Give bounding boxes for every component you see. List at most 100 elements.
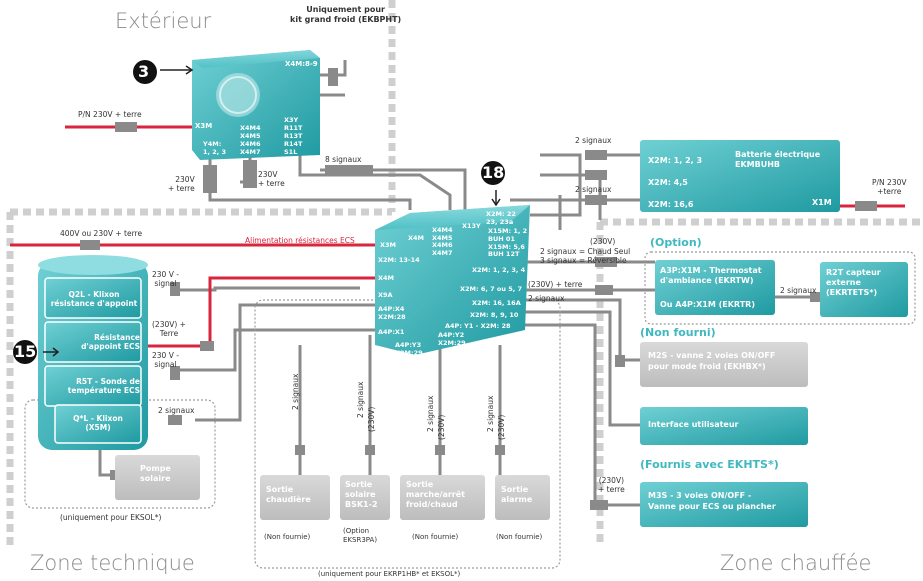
- hydro-unit: [375, 205, 530, 355]
- out-alarme-note: (Non fournie): [496, 533, 543, 541]
- batterie-title-line2: EKMBUHB: [735, 160, 781, 169]
- batterie-power: P/N 230V +terre: [872, 178, 907, 196]
- v230-mid-line2: + terre: [258, 179, 285, 188]
- zone-technique-label: Zone technique: [30, 551, 195, 575]
- hydro-bh-line1: BUH 01: [488, 235, 515, 243]
- hydro-x4m-top: X4M: [408, 234, 425, 242]
- hydro-a4px4-line2: X2M:28: [378, 312, 406, 321]
- right-boxes: [640, 140, 908, 527]
- outputs-bottom-note: (uniquement pour EKRP1HB* et EKSOL*): [318, 570, 461, 578]
- non-fourni-title: (Non fourni): [640, 326, 716, 339]
- tank-w3: 230 V - signal: [152, 351, 179, 369]
- outdoor-x4m6: X4M6: [240, 140, 261, 148]
- outdoor-unit: [192, 50, 320, 160]
- hydro-x4m5: X4M5: [432, 233, 453, 242]
- option-thermostat: A3P:X1M - Thermostat d'ambiance (EKRTW): [660, 266, 762, 286]
- hydro-x2m-a: X2M: 22 23, 23a: [486, 210, 516, 226]
- outdoor-x4m89: X4M:8-9: [285, 60, 318, 68]
- out-alarme-vlabel: 2 signaux: [486, 395, 495, 432]
- hydro-x4m6: X4M6: [432, 241, 453, 249]
- option-sig: 2 signaux: [780, 286, 817, 295]
- out-chaud-box-line1: Sortie: [266, 485, 294, 494]
- hydro-x4m4: X4M4: [432, 226, 453, 234]
- interface-label: Interface utilisateur: [648, 420, 739, 429]
- w2-line1: (230V) +: [152, 320, 186, 329]
- supply400-label: 400V ou 230V + terre: [60, 229, 143, 238]
- v230-mid-line1: 230V: [258, 170, 278, 179]
- hydro-x15m12: X15M: 1, 2: [488, 227, 528, 235]
- power-in-label: P/N 230V + terre: [78, 110, 142, 119]
- q2l-line1: Q2L - Klixon: [68, 290, 120, 299]
- option-thermostat-line1: A3P:X1M - Thermostat: [660, 266, 762, 275]
- hydro-x4m-col: X4M4 X4M5 X4M6 X4M7: [432, 226, 453, 257]
- out-solaire-box-line1: Sortie: [345, 480, 373, 489]
- res-line2: d'appoint ECS: [81, 342, 140, 351]
- hydro-x9a: X9A: [378, 291, 393, 299]
- output-boxes: [115, 455, 550, 520]
- out-marche-box-line2: marche/arrêt: [406, 490, 466, 499]
- batterie-sig2: 2 signaux: [575, 185, 612, 194]
- hydro-a4py1: A4P: Y1 - X2M: 28: [445, 322, 511, 330]
- outdoor-x3m: X3M: [195, 122, 213, 130]
- hydro-x4m: X4M: [378, 274, 395, 282]
- mid-sig2: 2 signaux: [528, 294, 565, 303]
- m2s-line2: pour mode froid (EKHBX*): [648, 362, 766, 371]
- tank-boxes: [44, 277, 142, 444]
- hydro-x2m67: X2M: 6, 7 ou 5, 7: [460, 285, 523, 293]
- outdoor-x3y: X3Y: [284, 116, 299, 124]
- r5t-line2: température ECS: [67, 386, 140, 395]
- outdoor-x4m4: X4M4: [240, 124, 261, 132]
- zone-separators: [6, 0, 923, 545]
- non-fourni-m2s: M2S - vanne 2 voies ON/OFF pour mode fro…: [648, 350, 775, 372]
- outdoor-r14t: R14T: [284, 140, 303, 148]
- badge-15: 15: [14, 342, 37, 361]
- mid-v230terre: (230V) + terre: [528, 280, 583, 289]
- outdoor-y4m: Y4M: 1, 2, 3: [203, 140, 226, 156]
- hydro-a4px1: A4P:X1: [378, 328, 405, 336]
- out-alarme-box: Sortie alarme: [501, 485, 532, 505]
- batterie-row2: X2M: 4,5: [648, 178, 688, 187]
- badge-3: 3: [138, 62, 150, 81]
- outdoor-s1l: S1L: [284, 148, 298, 156]
- hydro-a4py3-line2: X2M:29: [395, 348, 423, 357]
- hydro-a4px4: A4P:X4 X2M:28: [378, 305, 406, 321]
- fournis-title: (Fournis avec EKHTS*): [640, 458, 779, 471]
- hydro-a4py2-line2: X2M:29: [438, 338, 466, 347]
- q2l-line2: résistance d'appoint: [50, 299, 138, 308]
- tank-r5t: R5T - Sonde de température ECS: [48, 377, 140, 395]
- hydro-x2m-a-line2: 23, 23a: [486, 217, 514, 226]
- badges: [13, 60, 505, 364]
- out-alarme-vlabel2: (230V): [497, 414, 506, 440]
- mid-rev: 3 signaux = Réversible: [540, 256, 627, 265]
- option-r2t-line2: externe: [826, 278, 861, 287]
- hydro-x3m: X3M: [380, 241, 397, 249]
- outdoor-note-line1: Uniquement pour: [306, 5, 385, 14]
- fournis-v230-line1: (230V): [598, 476, 625, 485]
- tank-w2: (230V) + Terre: [152, 320, 186, 338]
- out-solaire-note-line2: EKSR3PA): [343, 536, 378, 544]
- hydro-x2m1314: X2M: 13-14: [378, 256, 420, 264]
- m2s-line1: M2S - vanne 2 voies ON/OFF: [648, 351, 776, 360]
- option-title: (Option): [650, 236, 702, 249]
- outdoor-x4m-col: X4M4 X4M5 X4M6 X4M7: [240, 124, 261, 156]
- hydro-x2m-a-line1: X2M: 22: [486, 210, 516, 218]
- qxl-line2: (X5M): [85, 423, 111, 432]
- outdoor-y4m-line1: Y4M:: [203, 140, 222, 148]
- out-marche-note: (Non fournie): [412, 533, 459, 541]
- batterie-title: Batterie électrique EKMBUHB: [735, 150, 820, 170]
- out-solaire-vlabel: 2 signaux: [356, 381, 365, 418]
- m3s-line1: M3S - 3 voies ON/OFF -: [648, 491, 752, 500]
- signals8-label: 8 signaux: [325, 155, 362, 164]
- out-solaire-box-line2: solaire: [345, 490, 376, 499]
- out-solaire-box: Sortie solaire BSK1-2: [345, 480, 378, 510]
- hydro-x2m810: X2M: 8, 9, 10: [470, 311, 519, 319]
- out-solaire-vlabel2: (230V): [367, 406, 376, 432]
- zone-exterieur-label: Extérieur: [115, 9, 212, 33]
- m3s-line2: Vanne pour ECS ou plancher: [648, 502, 776, 511]
- batterie-title-line1: Batterie électrique: [735, 150, 821, 159]
- option-or: Ou A4P:X1M (EKRTR): [660, 300, 755, 309]
- out-solaire-note: (Option EKSR3PA): [343, 527, 377, 545]
- tank-sig: 2 signaux: [158, 406, 195, 415]
- batterie-sig1: 2 signaux: [575, 136, 612, 145]
- hydro-a4py3-line1: A4P:Y3: [395, 341, 422, 349]
